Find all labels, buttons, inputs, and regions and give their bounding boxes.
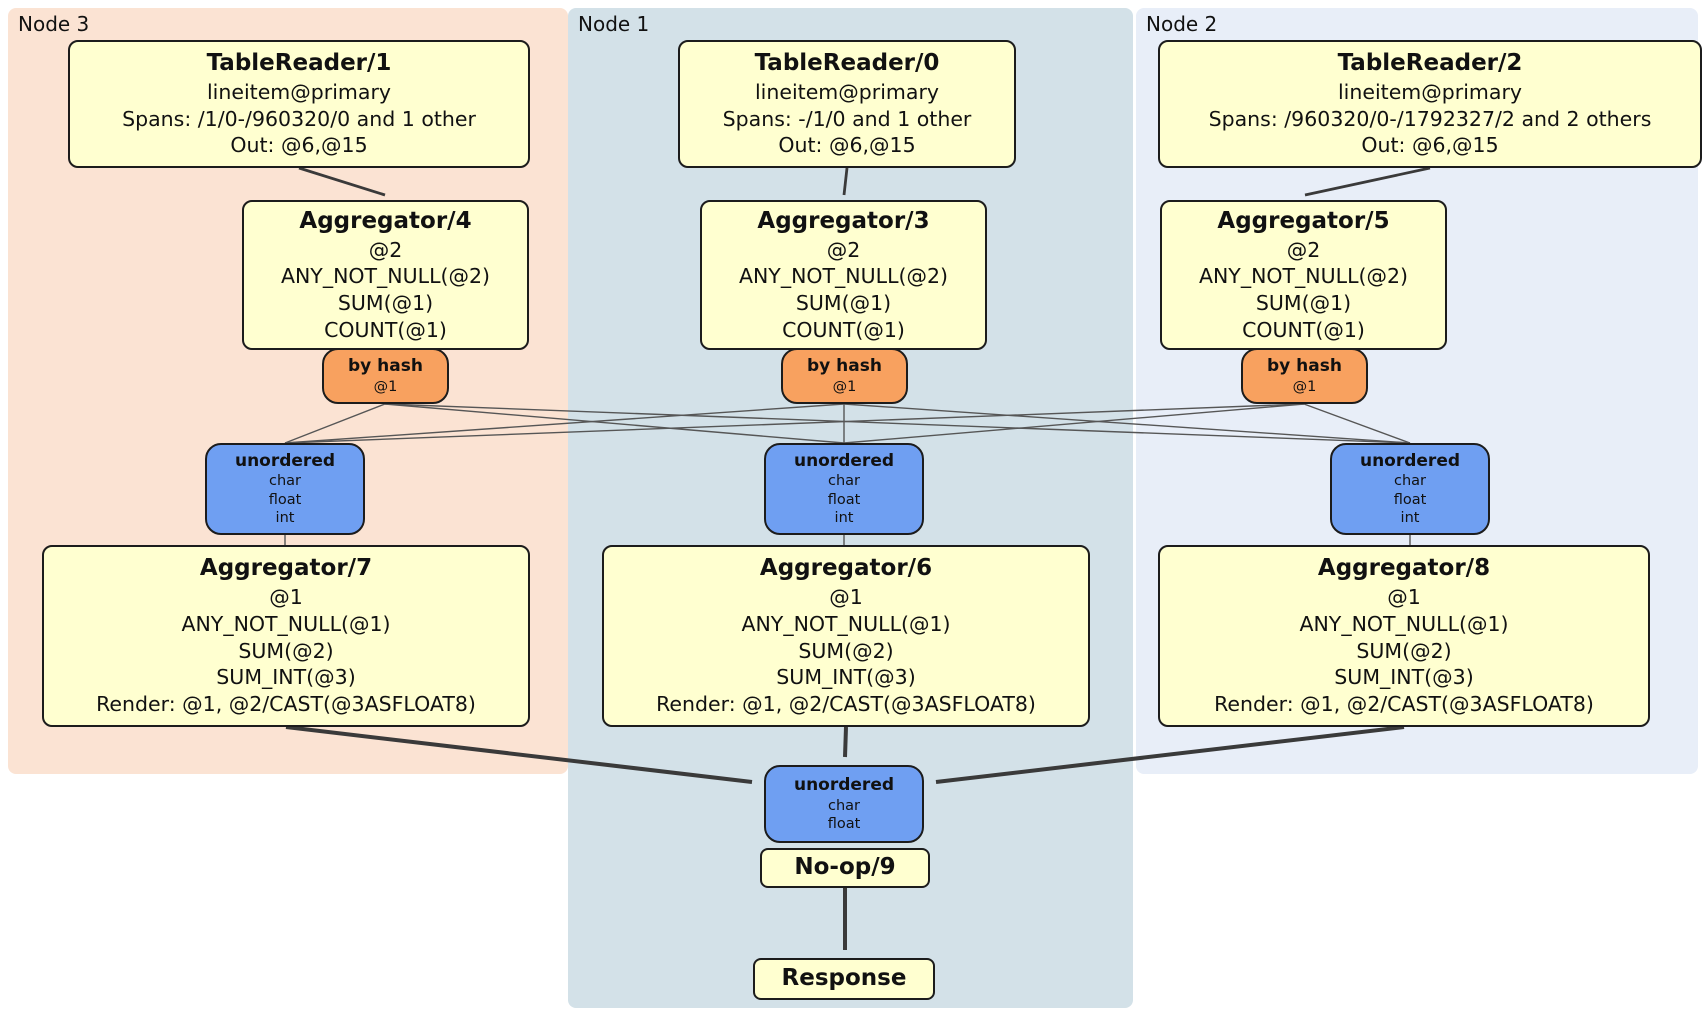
unordered-title: unordered xyxy=(1359,451,1461,472)
response-title: Response xyxy=(781,965,907,992)
reader-to-aggregator-edges xyxy=(298,166,1431,197)
proc-line: ANY_NOT_NULL(@2) xyxy=(280,264,491,289)
sync-line: float xyxy=(827,491,861,508)
final-merge-edges xyxy=(285,725,1405,950)
proc-line: Out: @6,@15 xyxy=(1361,133,1499,158)
proc-line: Out: @6,@15 xyxy=(230,133,368,158)
proc-line: @2 xyxy=(368,237,403,262)
box-noop-9: No-op/9 xyxy=(760,848,930,888)
aggregator-4-title: Aggregator/4 xyxy=(299,207,472,234)
sync-line: int xyxy=(275,509,295,526)
router-line: @1 xyxy=(832,378,857,395)
by-hash-title: by hash xyxy=(1267,356,1342,377)
sync-line: int xyxy=(1400,509,1420,526)
proc-line: lineitem@primary xyxy=(1337,79,1523,104)
proc-line: COUNT(@1) xyxy=(324,317,447,342)
router-by-hash-node2: by hash @1 xyxy=(1241,348,1368,404)
tablereader-2-title: TableReader/2 xyxy=(1337,50,1523,77)
box-aggregator-7: Aggregator/7 @1 ANY_NOT_NULL(@1) SUM(@2)… xyxy=(42,545,530,727)
proc-line: Spans: -/1/0 and 1 other xyxy=(722,106,972,131)
aggregator-3-title: Aggregator/3 xyxy=(757,207,930,234)
sync-line: float xyxy=(827,815,861,832)
box-tablereader-1: TableReader/1 lineitem@primary Spans: /1… xyxy=(68,40,530,168)
sync-line: char xyxy=(827,473,860,490)
proc-line: ANY_NOT_NULL(@1) xyxy=(1299,611,1509,636)
proc-line: lineitem@primary xyxy=(754,79,940,104)
aggregator-5-title: Aggregator/5 xyxy=(1217,207,1390,234)
proc-line: ANY_NOT_NULL(@1) xyxy=(181,611,391,636)
aggregator-7-title: Aggregator/7 xyxy=(199,555,373,582)
proc-line: @1 xyxy=(269,585,303,610)
sync-unordered-node3: unordered char float int xyxy=(205,443,365,535)
proc-line: SUM(@2) xyxy=(238,638,334,663)
sync-unordered-final: unordered char float xyxy=(764,765,924,843)
aggregator-6-title: Aggregator/6 xyxy=(759,555,933,582)
box-tablereader-0: TableReader/0 lineitem@primary Spans: -/… xyxy=(678,40,1016,168)
proc-line: Render: @1, @2/CAST(@3ASFLOAT8) xyxy=(656,691,1036,716)
proc-line: Spans: /960320/0-/1792327/2 and 2 others xyxy=(1208,106,1652,131)
proc-line: ANY_NOT_NULL(@1) xyxy=(741,611,951,636)
box-aggregator-8: Aggregator/8 @1 ANY_NOT_NULL(@1) SUM(@2)… xyxy=(1158,545,1650,727)
aggregator-8-title: Aggregator/8 xyxy=(1317,555,1491,582)
proc-line: SUM(@1) xyxy=(1255,290,1352,315)
proc-line: COUNT(@1) xyxy=(1242,317,1365,342)
sync-line: int xyxy=(834,509,854,526)
noop-title: No-op/9 xyxy=(794,854,896,881)
tablereader-1-title: TableReader/1 xyxy=(206,50,392,77)
sync-line: char xyxy=(827,797,860,814)
router-line: @1 xyxy=(373,378,398,395)
router-by-hash-node3: by hash @1 xyxy=(322,348,449,404)
proc-line: SUM(@2) xyxy=(798,638,894,663)
hash-to-sync-edges xyxy=(284,403,1411,546)
group-label-node2: Node 2 xyxy=(1146,12,1218,36)
sync-unordered-node2: unordered char float int xyxy=(1330,443,1490,535)
proc-line: @2 xyxy=(826,237,861,262)
sync-line: char xyxy=(1393,473,1426,490)
proc-line: Out: @6,@15 xyxy=(778,133,916,158)
sync-line: char xyxy=(268,473,301,490)
box-aggregator-3: Aggregator/3 @2 ANY_NOT_NULL(@2) SUM(@1)… xyxy=(700,200,987,350)
proc-line: ANY_NOT_NULL(@2) xyxy=(1198,264,1409,289)
by-hash-title: by hash xyxy=(807,356,882,377)
proc-line: Render: @1, @2/CAST(@3ASFLOAT8) xyxy=(1214,691,1594,716)
proc-line: SUM(@1) xyxy=(337,290,434,315)
proc-line: ANY_NOT_NULL(@2) xyxy=(738,264,949,289)
sync-unordered-node1: unordered char float int xyxy=(764,443,924,535)
box-aggregator-6: Aggregator/6 @1 ANY_NOT_NULL(@1) SUM(@2)… xyxy=(602,545,1090,727)
proc-line: SUM(@2) xyxy=(1356,638,1452,663)
unordered-title: unordered xyxy=(793,451,895,472)
sync-line: float xyxy=(268,491,302,508)
proc-line: @1 xyxy=(829,585,863,610)
group-label-node3: Node 3 xyxy=(18,12,90,36)
sync-line: float xyxy=(1393,491,1427,508)
proc-line: SUM_INT(@3) xyxy=(1334,665,1474,690)
box-tablereader-2: TableReader/2 lineitem@primary Spans: /9… xyxy=(1158,40,1702,168)
proc-line: Spans: /1/0-/960320/0 and 1 other xyxy=(122,106,476,131)
proc-line: @1 xyxy=(1387,585,1421,610)
proc-line: lineitem@primary xyxy=(206,79,392,104)
group-label-node1: Node 1 xyxy=(578,12,650,36)
proc-line: @2 xyxy=(1286,237,1321,262)
unordered-title: unordered xyxy=(234,451,336,472)
box-aggregator-5: Aggregator/5 @2 ANY_NOT_NULL(@2) SUM(@1)… xyxy=(1160,200,1447,350)
by-hash-title: by hash xyxy=(348,356,423,377)
proc-line: Render: @1, @2/CAST(@3ASFLOAT8) xyxy=(96,691,476,716)
box-aggregator-4: Aggregator/4 @2 ANY_NOT_NULL(@2) SUM(@1)… xyxy=(242,200,529,350)
proc-line: SUM(@1) xyxy=(795,290,892,315)
proc-line: COUNT(@1) xyxy=(782,317,905,342)
proc-line: SUM_INT(@3) xyxy=(776,665,916,690)
tablereader-0-title: TableReader/0 xyxy=(754,50,940,77)
proc-line: SUM_INT(@3) xyxy=(216,665,356,690)
box-response: Response xyxy=(753,958,935,1000)
router-by-hash-node1: by hash @1 xyxy=(781,348,908,404)
unordered-title: unordered xyxy=(793,775,895,796)
router-line: @1 xyxy=(1292,378,1317,395)
